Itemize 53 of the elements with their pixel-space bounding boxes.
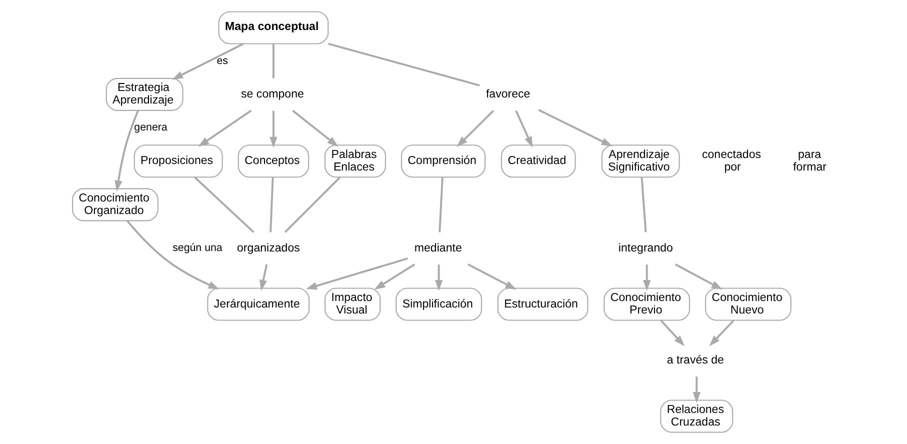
node-box: Estructuración [497,288,588,321]
node-box: Aprendizaje Significativo [601,144,680,178]
arrow [306,258,408,290]
label: para formar [793,148,826,174]
node-box: Estrategia Aprendizaje [106,78,184,111]
node-text: a través de [666,354,724,366]
connector [438,177,444,232]
arrow [434,264,443,292]
node-text: organizados [237,242,300,254]
edge-label: es [216,54,228,67]
arrow [292,110,338,147]
node-text: favorece [486,88,530,100]
node-box: Conceptos [238,144,310,178]
connector [194,176,254,233]
connector [640,177,647,232]
node-box: Conocimiento Organizado [72,188,158,222]
node-text: se compone [241,88,304,100]
node-box: Mapa conceptual [218,11,329,44]
arrow [660,320,685,346]
connector [284,176,341,233]
edge-label: según una [172,242,222,254]
arrow [515,110,533,148]
node-box: Relaciones Cruzadas [660,400,734,433]
arrow [172,42,244,80]
arrow [456,110,494,148]
node-box: Conocimiento Previo [604,288,690,321]
arrow [692,376,701,404]
edge-label: genera [134,122,168,134]
arrow [674,264,723,290]
node-text: mediante [414,242,462,254]
arrow [260,264,268,291]
arrow [643,264,651,292]
arrow [126,220,220,290]
arrow [114,110,139,192]
node-box: Conocimiento Nuevo [705,288,792,321]
node-box: Impacto Visual [324,288,381,321]
node-box: Comprensión [400,144,486,178]
node-text: integrando [618,242,673,254]
node-box: Proposiciones [134,144,223,178]
arrow [538,109,612,146]
arrow [468,264,516,290]
label: conectados por [702,148,762,174]
arrow [709,320,734,346]
connector [272,44,274,78]
arrow [270,110,278,148]
arrow [374,264,416,290]
node-box: Palabras Enlaces [324,144,386,178]
node-box: Simplificación [396,288,482,321]
connector [270,177,274,232]
arrow [198,110,252,147]
node-box: Jerárquicamente [207,288,310,321]
connector [328,42,480,86]
node-box: Creatividad [500,144,576,178]
